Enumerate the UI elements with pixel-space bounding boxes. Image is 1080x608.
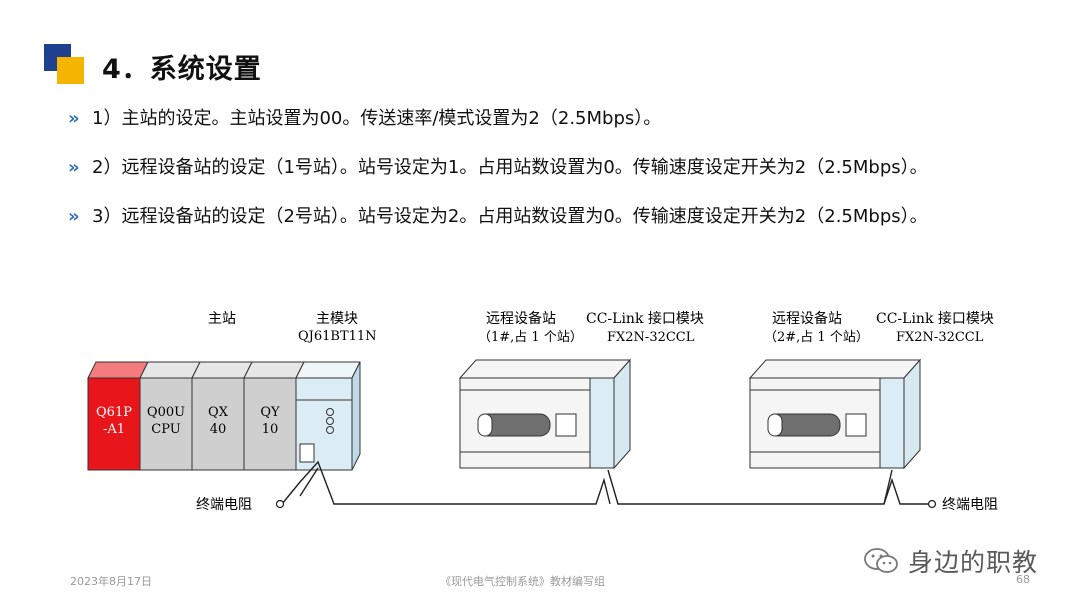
footer-center: 《现代电气控制系统》教材编写组 xyxy=(440,575,605,588)
power-module-line1: Q61P xyxy=(96,405,132,420)
bullet-marker-icon: » xyxy=(68,206,80,227)
remote-station-2 xyxy=(748,358,922,470)
master-module-label: 主模块 xyxy=(316,311,358,327)
power-module-line2: -A1 xyxy=(103,422,125,437)
master-module-model: QJ61BT11N xyxy=(298,329,377,344)
interface-module-2-model: FX2N-32CCL xyxy=(896,330,984,345)
logo xyxy=(44,44,84,84)
bullet-item: » 1）主站的设定。主站设置为00。传送速率/模式设置为2（2.5Mbps）。 xyxy=(68,106,1068,155)
power-module xyxy=(87,377,141,471)
remote-station-2-label: 远程设备站 xyxy=(772,310,842,327)
page-title: 4．系统设置 xyxy=(102,54,262,85)
bullet-marker-icon: » xyxy=(68,157,80,178)
watermark: 身边的职教 xyxy=(862,543,1038,579)
bullet-list: » 1）主站的设定。主站设置为00。传送速率/模式设置为2（2.5Mbps）。 … xyxy=(68,106,1068,253)
plc-module-labels: Q61P -A1 Q00U CPU QX 40 QY 10 xyxy=(96,405,280,437)
interface-module-1-model: FX2N-32CCL xyxy=(607,330,695,345)
connector-icon xyxy=(326,417,334,425)
master-module-top xyxy=(295,361,361,379)
cc-link-cable xyxy=(281,460,930,505)
footer-date: 2023年8月17日 xyxy=(70,575,152,588)
output-module-line1: QY xyxy=(260,405,280,420)
terminal-block xyxy=(299,443,315,463)
input-module-line1: QX xyxy=(208,405,229,420)
page-number: 68 xyxy=(1016,573,1030,586)
output-module-line2: 10 xyxy=(262,422,279,437)
bullet-item: » 3）远程设备站的设定（2号站）。站号设定为2。占用站数设置为0。传输速度设定… xyxy=(68,204,1068,253)
watermark-text: 身边的职教 xyxy=(908,548,1039,577)
interface-module-2-label: CC-Link 接口模块 xyxy=(876,310,994,327)
output-module-top xyxy=(243,361,305,379)
interface-module-2 xyxy=(879,377,905,469)
wechat-icon xyxy=(864,548,898,573)
logo-yellow-square xyxy=(57,57,84,84)
output-module xyxy=(243,377,297,471)
cpu-module-line2: CPU xyxy=(151,422,180,437)
cpu-module xyxy=(139,377,193,471)
cc-link-network-diagram: 主站 主模块 QJ61BT11N 远程设备站 （1#,占 1 个站） CC-Li… xyxy=(87,310,998,513)
terminator-right-label: 终端电阻 xyxy=(942,497,998,513)
plc-rack xyxy=(87,361,361,471)
terminator-left-icon xyxy=(275,499,285,509)
terminator-right-icon xyxy=(927,499,937,509)
bullet-text: 1）主站的设定。主站设置为00。传送速率/模式设置为2（2.5Mbps）。 xyxy=(92,108,662,129)
input-module-top xyxy=(191,361,253,379)
bullet-item: » 2）远程设备站的设定（1号站）。站号设定为1。占用站数设置为0。传输速度设定… xyxy=(68,155,1068,204)
cpu-module-line1: Q00U xyxy=(147,405,185,420)
remote-station-1-sub: （1#,占 1 个站） xyxy=(478,330,583,345)
cpu-module-top xyxy=(139,361,201,379)
interface-module-1 xyxy=(589,377,615,469)
connector-icon xyxy=(326,426,334,434)
bullet-text: 2）远程设备站的设定（1号站）。站号设定为1。占用站数设置为0。传输速度设定开关… xyxy=(92,157,928,178)
master-station-label: 主站 xyxy=(208,311,236,327)
input-module-line2: 40 xyxy=(210,422,227,437)
bullet-text: 3）远程设备站的设定（2号站）。站号设定为2。占用站数设置为0。传输速度设定开关… xyxy=(92,206,928,227)
terminator-left-label: 终端电阻 xyxy=(196,497,252,513)
master-module-side xyxy=(351,361,361,471)
remote-station-1 xyxy=(458,358,632,470)
interface-module-1-label: CC-Link 接口模块 xyxy=(586,310,704,327)
remote-station-2-sub: （2#,占 1 个站） xyxy=(764,330,869,345)
bullet-marker-icon: » xyxy=(68,108,80,129)
connector-icon xyxy=(326,408,334,416)
power-module-top xyxy=(87,361,149,379)
remote-station-1-label: 远程设备站 xyxy=(486,310,556,327)
